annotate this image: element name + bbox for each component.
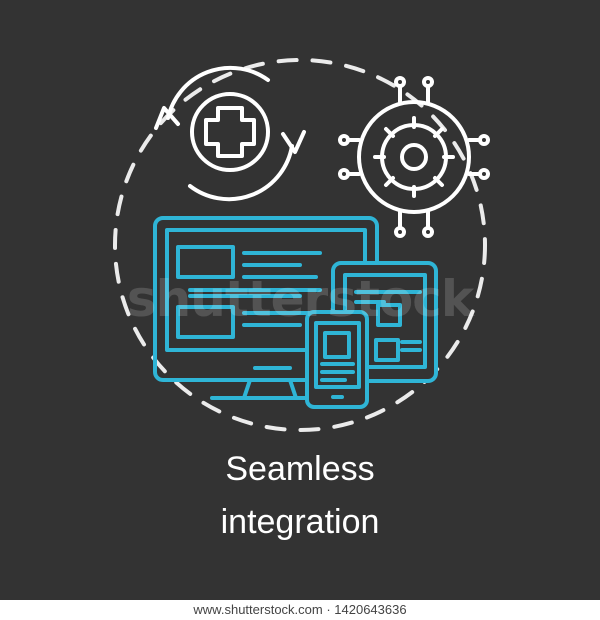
responsive-devices-icon [153,216,438,409]
caption-line-1: Seamless [225,450,375,488]
dashed-ring [113,58,487,432]
gear-circuit-icon [338,76,490,238]
caption-line-2: integration [220,503,380,541]
circular-arrows-plus-icon [154,65,306,202]
chalk-illustration-card: shutterstock Seamless integration [0,0,600,600]
illustration-svg [113,58,490,432]
stock-footer: www.shutterstock.com · 1420643636 [0,600,600,620]
watermark: shutterstock [126,270,474,328]
phone-frame [305,310,369,409]
